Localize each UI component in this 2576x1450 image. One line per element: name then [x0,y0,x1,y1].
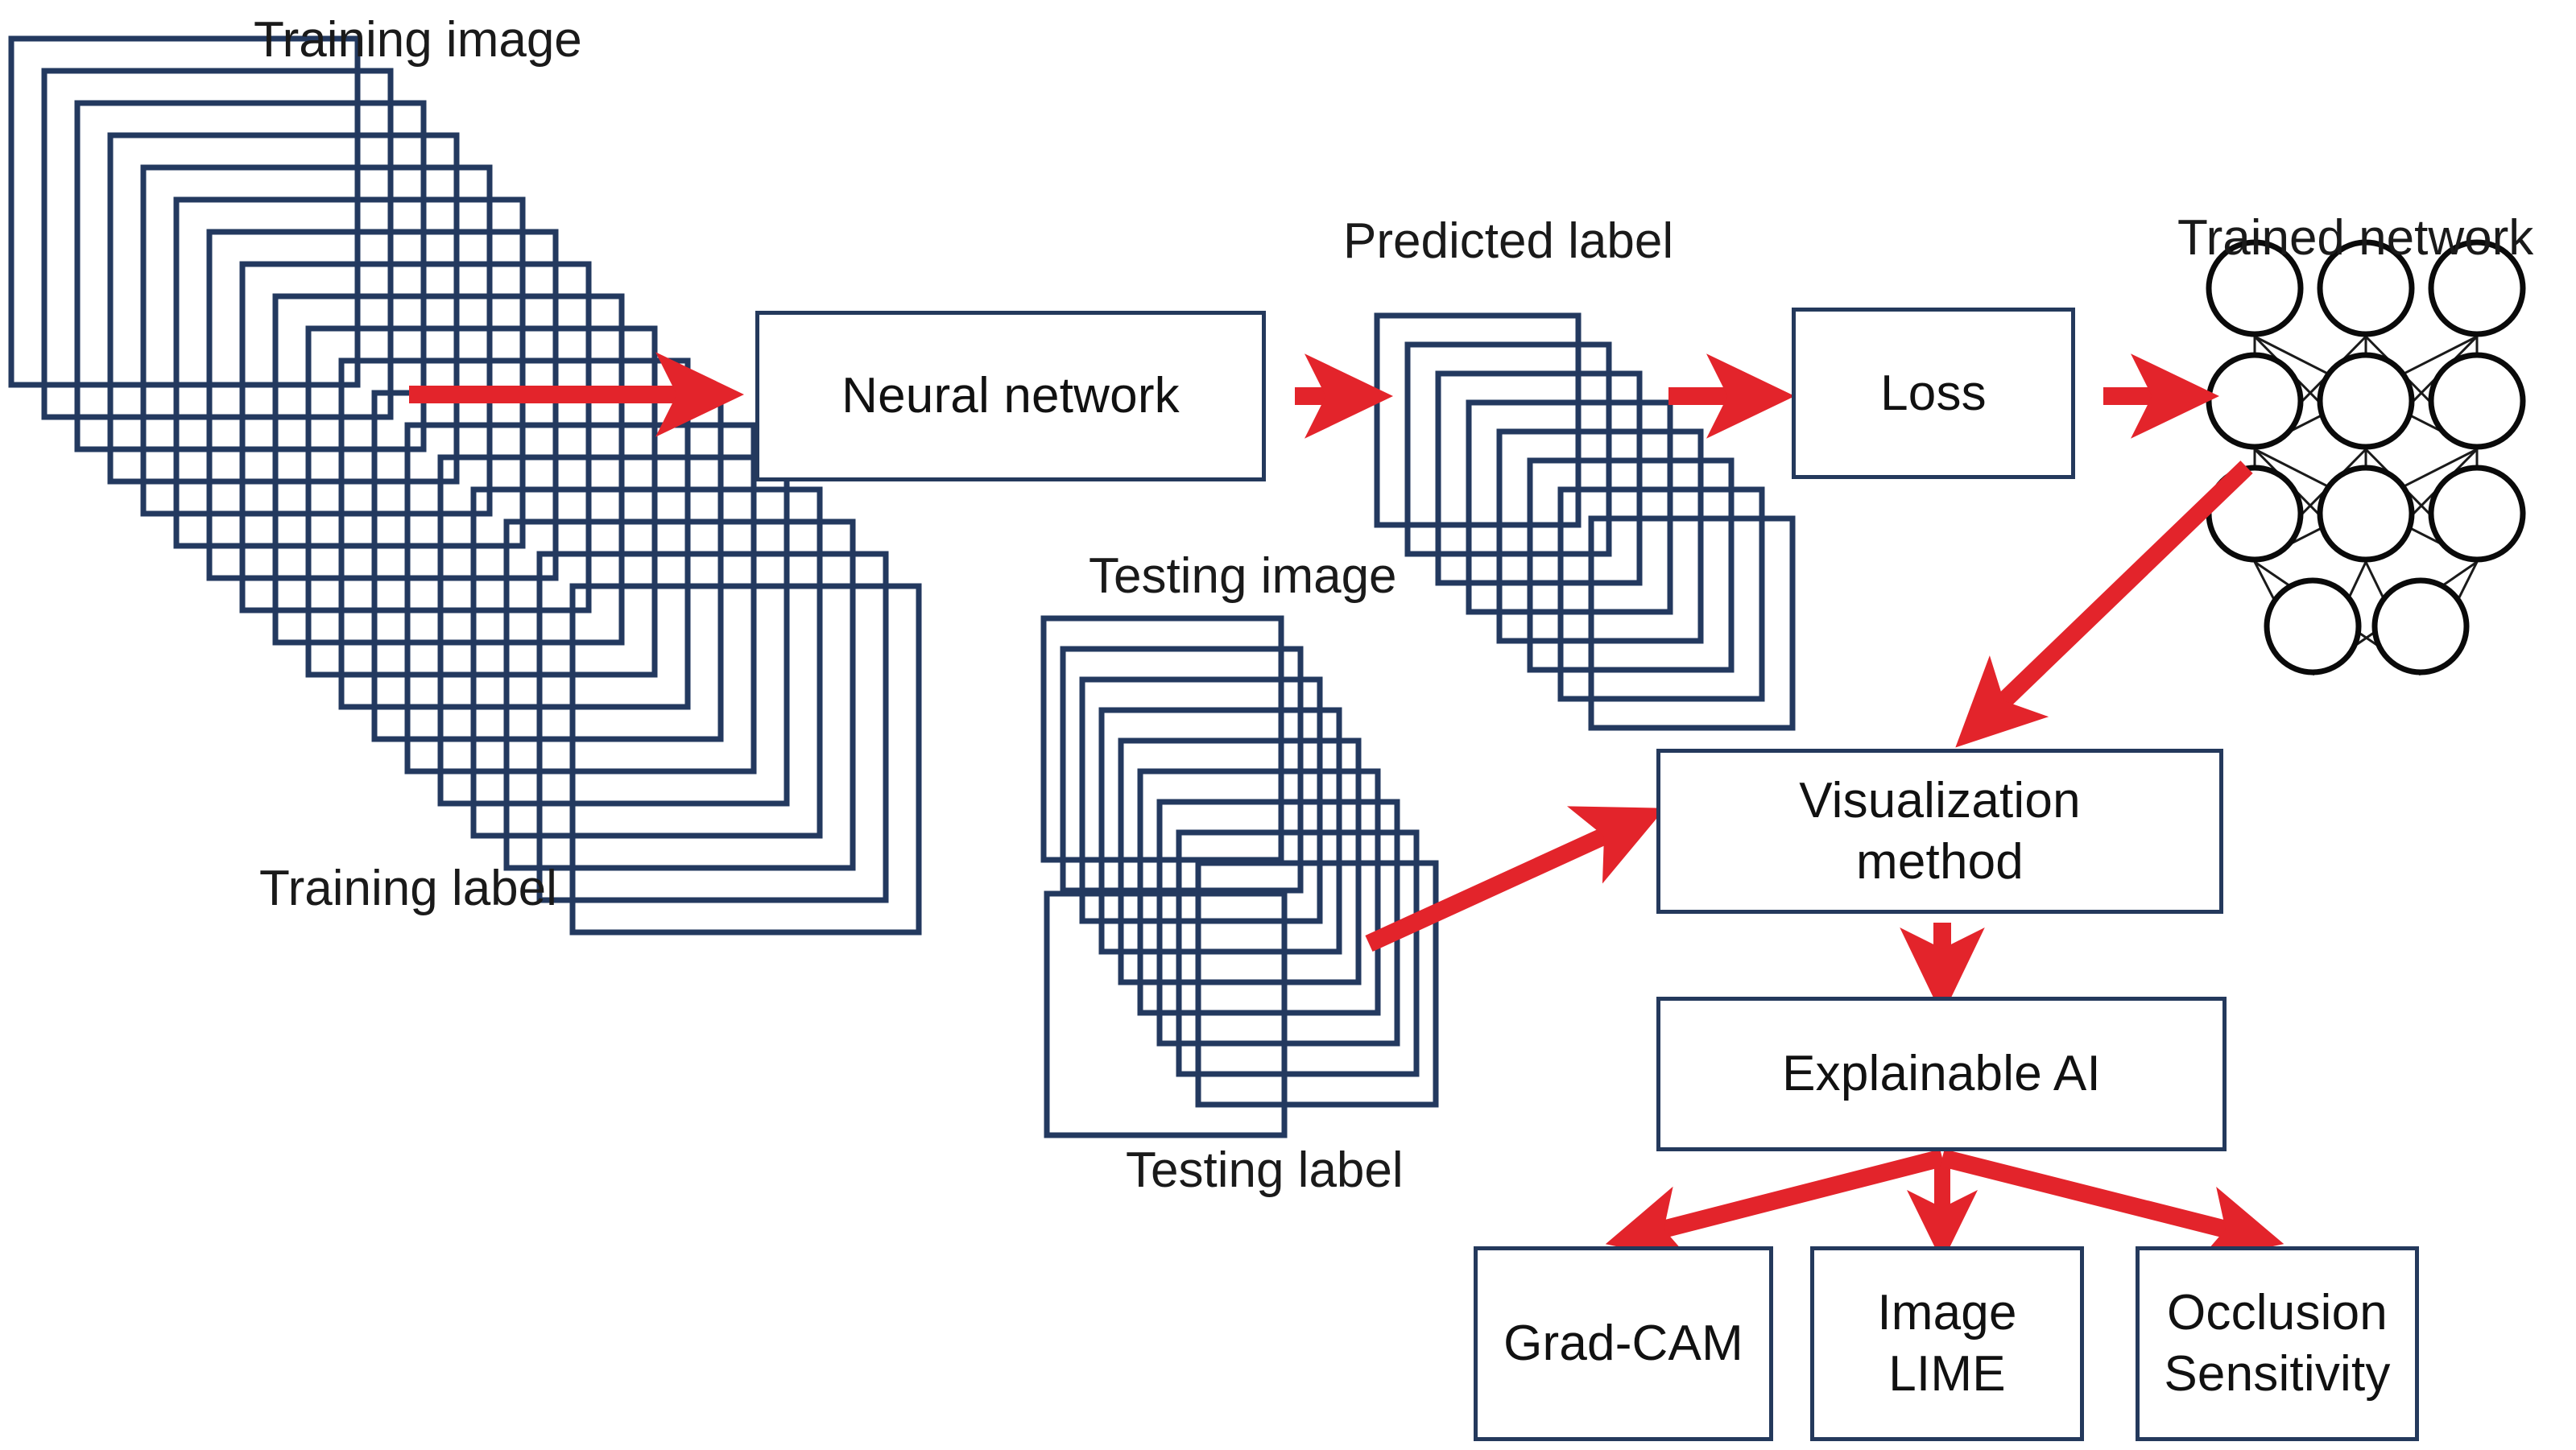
predicted-label-stack [1374,312,1796,731]
box-explainable-ai[interactable]: Explainable AI [1656,997,2227,1151]
box-grad-cam[interactable]: Grad-CAM [1474,1246,1773,1441]
training-image-stack [8,35,922,936]
box-neural-network[interactable]: Neural network [755,311,1266,481]
box-occlusion-sensitivity-label: Occlusion Sensitivity [2164,1285,2391,1402]
box-loss-label: Loss [1880,365,1987,421]
box-neural-network-label: Neural network [841,368,1180,424]
caption-testing-label: Testing label [1126,1142,1404,1198]
arrow-xai-to-gradcam [1605,1149,1945,1262]
box-explainable-ai-label: Explainable AI [1782,1046,2101,1102]
box-grad-cam-label: Grad-CAM [1503,1316,1743,1372]
caption-testing-image: Testing image [1089,548,1397,604]
arrow-xai-to-occlusion [1940,1149,2284,1262]
caption-training-label: Training label [259,861,557,916]
arrow-testing-to-visualization [1365,806,1666,952]
box-loss[interactable]: Loss [1792,308,2075,479]
caption-training-image: Training image [254,12,582,68]
testing-image-stack [1040,615,1439,1138]
box-occlusion-sensitivity[interactable]: Occlusion Sensitivity [2136,1246,2419,1441]
caption-trained-network: Trained network [2177,210,2534,266]
trained-network-graph [2206,239,2526,676]
box-visualization-method[interactable]: Visualization method [1656,749,2223,914]
box-image-lime[interactable]: Image LIME [1810,1246,2084,1441]
caption-predicted-label: Predicted label [1343,213,1674,269]
box-image-lime-label: Image LIME [1877,1285,2017,1402]
arrow-trained-network-to-visualization [1955,461,2253,748]
box-visualization-method-label: Visualization method [1799,772,2081,890]
